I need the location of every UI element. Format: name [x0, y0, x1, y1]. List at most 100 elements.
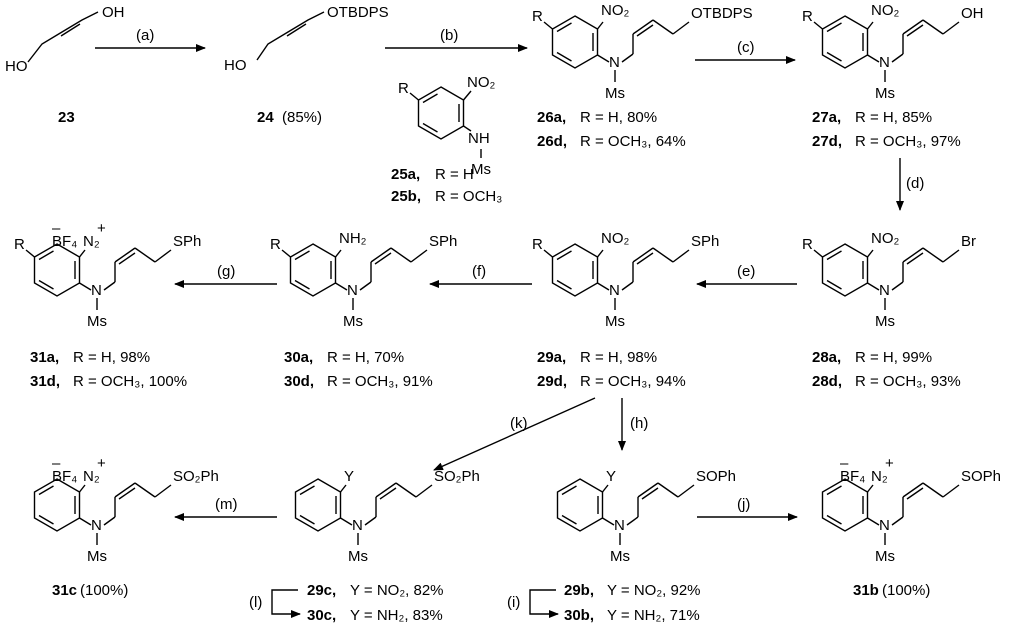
- compound-25: R NO₂ NH Ms: [398, 74, 496, 178]
- label-28d: 28d,: [812, 373, 842, 390]
- desc-29c: Y = NO₂, 82%: [350, 582, 444, 599]
- compound-23: OH HO 23: [5, 4, 125, 126]
- reagent-b: (b): [440, 27, 458, 44]
- bf4-label: BF₄: [52, 468, 77, 485]
- label-30a: 30a,: [284, 349, 313, 366]
- label-31c: 31c: [52, 582, 77, 599]
- desc-28d: R = OCH₃, 93%: [855, 373, 961, 390]
- desc-31a: R = H, 98%: [73, 349, 150, 366]
- desc-30b: Y = NH₂, 71%: [607, 607, 700, 624]
- label-30c: 30c,: [307, 607, 336, 624]
- r-label: R: [398, 80, 409, 97]
- label-28a: 28a,: [812, 349, 841, 366]
- r-label: R: [802, 8, 813, 25]
- ms-label: Ms: [348, 548, 368, 565]
- label-27a: 27a,: [812, 109, 841, 126]
- nh-label: NH: [468, 130, 490, 147]
- no2-label: NO₂: [601, 230, 630, 247]
- yield-31c: (100%): [80, 582, 128, 599]
- minus-charge: –: [52, 455, 61, 472]
- ms-label: Ms: [605, 85, 625, 102]
- compound-26: R NO₂ N Ms OTBDPS: [532, 2, 753, 102]
- yield-24: (85%): [282, 109, 322, 126]
- n2-label: N₂: [83, 468, 100, 485]
- nh2-label: NH₂: [339, 230, 367, 247]
- yield-31b: (100%): [882, 582, 930, 599]
- oh-label: OH: [102, 4, 125, 21]
- reagent-i: (i): [507, 594, 520, 611]
- ms-label: Ms: [610, 548, 630, 565]
- r-label: R: [270, 236, 281, 253]
- soph-label: SOPh: [961, 468, 1001, 485]
- bf4-label: BF₄: [52, 233, 77, 250]
- y-label: Y: [606, 468, 616, 485]
- y-label: Y: [344, 468, 354, 485]
- label-30d: 30d,: [284, 373, 314, 390]
- desc-28a: R = H, 99%: [855, 349, 932, 366]
- so2ph-label: SO₂Ph: [434, 468, 480, 485]
- minus-charge: –: [52, 220, 61, 237]
- r-label: R: [802, 236, 813, 253]
- label-30b: 30b,: [564, 607, 594, 624]
- compound-30: R NH₂ N Ms SPh: [270, 230, 457, 330]
- compound-27: R NO₂ N Ms OH: [802, 2, 984, 102]
- desc-31d: R = OCH₃, 100%: [73, 373, 187, 390]
- n-label: N: [352, 517, 363, 534]
- reagent-g: (g): [217, 263, 235, 280]
- n-label: N: [879, 54, 890, 71]
- label-31a: 31a,: [30, 349, 59, 366]
- no2-label: NO₂: [467, 74, 496, 91]
- label-29d: 29d,: [537, 373, 567, 390]
- ms-label: Ms: [343, 313, 363, 330]
- oh-label: OH: [961, 5, 984, 22]
- desc-26a: R = H, 80%: [580, 109, 657, 126]
- ho-label: HO: [224, 57, 247, 74]
- n-label: N: [879, 517, 890, 534]
- n-label: N: [91, 517, 102, 534]
- label-25a: 25a,: [391, 166, 420, 183]
- reagent-m: (m): [215, 496, 238, 513]
- reagent-h: (h): [630, 415, 648, 432]
- r-label: R: [14, 236, 25, 253]
- r-label: R: [532, 236, 543, 253]
- reagent-k: (k): [510, 415, 528, 432]
- label-26d: 26d,: [537, 133, 567, 150]
- n-label: N: [91, 282, 102, 299]
- label-29b: 29b,: [564, 582, 594, 599]
- n2-label: N₂: [871, 468, 888, 485]
- no2-label: NO₂: [871, 2, 900, 19]
- ms-label: Ms: [471, 161, 491, 178]
- ms-label: Ms: [875, 548, 895, 565]
- label-23: 23: [58, 109, 75, 126]
- soph-label: SOPh: [696, 468, 736, 485]
- label-29a: 29a,: [537, 349, 566, 366]
- r-label: R: [532, 8, 543, 25]
- desc-30c: Y = NH₂, 83%: [350, 607, 443, 624]
- reagent-f: (f): [472, 263, 486, 280]
- ms-label: Ms: [875, 313, 895, 330]
- ms-label: Ms: [875, 85, 895, 102]
- desc-30a: R = H, 70%: [327, 349, 404, 366]
- plus-charge: +: [97, 455, 106, 472]
- desc-30d: R = OCH₃, 91%: [327, 373, 433, 390]
- br-label: Br: [961, 233, 976, 250]
- label-31b: 31b: [853, 582, 879, 599]
- label-27d: 27d,: [812, 133, 842, 150]
- ms-label: Ms: [87, 548, 107, 565]
- arrow-k: [433, 397, 596, 471]
- arrow-i: [529, 589, 559, 618]
- compound-24: OTBDPS HO 24 (85%): [224, 4, 389, 126]
- desc-29b: Y = NO₂, 92%: [607, 582, 701, 599]
- desc-27a: R = H, 85%: [855, 109, 932, 126]
- reagent-e: (e): [737, 263, 755, 280]
- desc-26d: R = OCH₃, 64%: [580, 133, 686, 150]
- bf4-label: BF₄: [840, 468, 865, 485]
- arrow-l: [271, 589, 301, 618]
- label-24: 24: [257, 109, 274, 126]
- compound-29: R NO₂ N Ms SPh: [532, 230, 719, 330]
- sph-label: SPh: [691, 233, 719, 250]
- reagent-j: (j): [737, 496, 750, 513]
- desc-29a: R = H, 98%: [580, 349, 657, 366]
- plus-charge: +: [97, 220, 106, 237]
